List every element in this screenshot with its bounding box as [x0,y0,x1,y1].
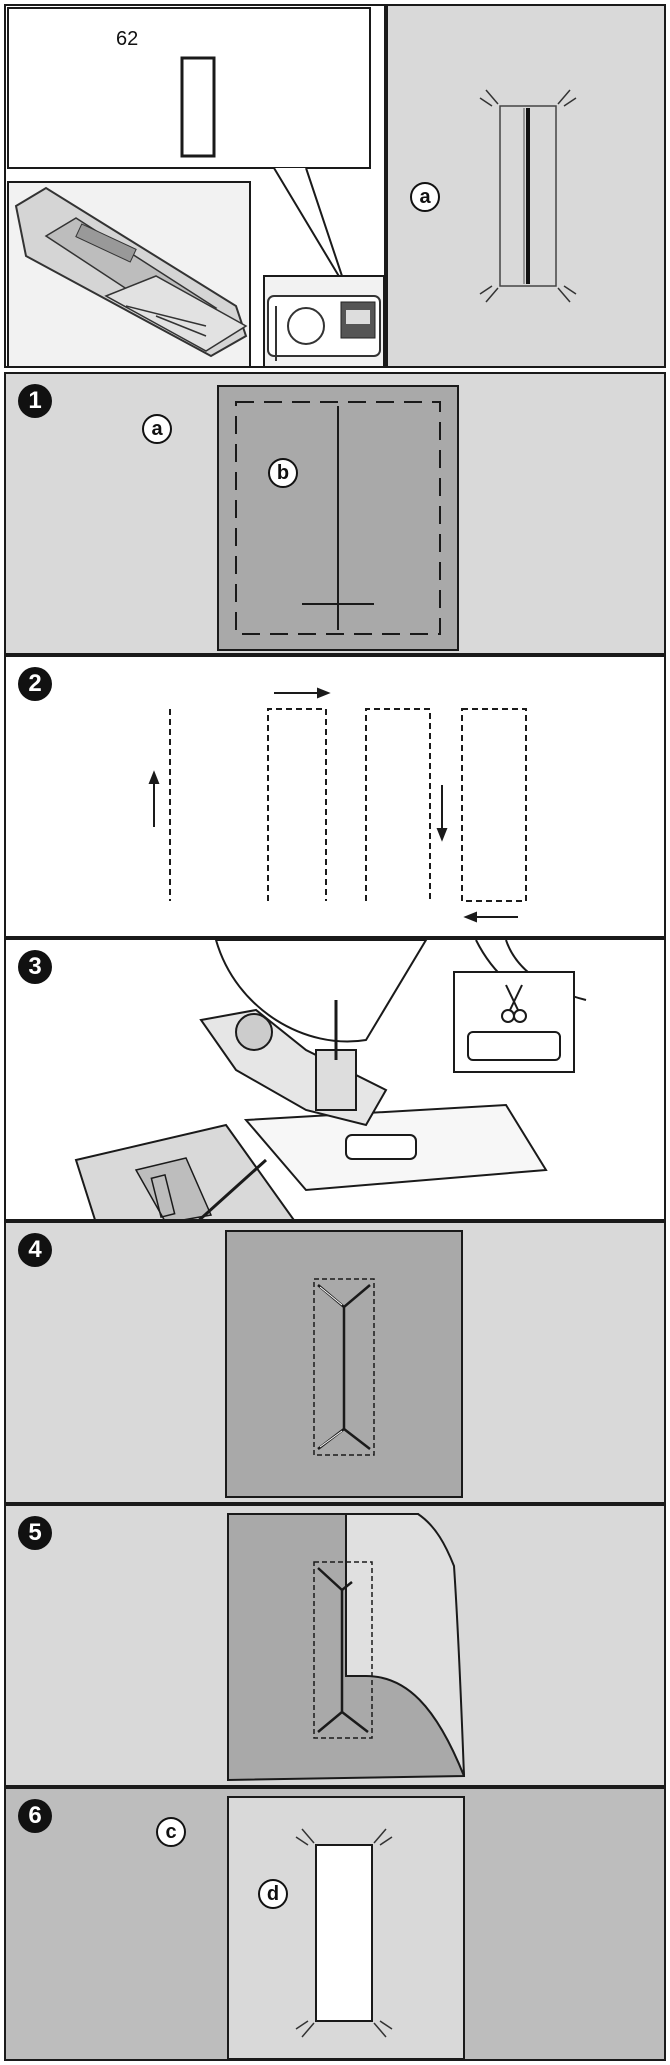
step-2-illustration [148,687,527,923]
callout-b: b [268,458,298,488]
top-left-panel: 62 [4,4,386,368]
step-3-badge: 3 [18,950,52,984]
step-6-illustration [227,1796,465,2059]
machine-illustration [7,7,384,366]
step-3-illustration [74,940,587,1219]
step-1-illustration [217,385,459,651]
step-4-panel: 4 [4,1221,666,1504]
buttonhole-reference [479,89,577,303]
step-6-badge: 6 [18,1799,52,1833]
step-4-illustration [225,1230,463,1498]
step-1-badge: 1 [18,384,52,418]
step-5-illustration [227,1513,466,1782]
top-right-panel: a [386,4,666,368]
step-2-badge: 2 [18,667,52,701]
step-2-panel: 2 [4,655,666,938]
page-number: 62 [116,28,139,50]
step-3-panel: 3 [4,938,666,1221]
step-5-panel: 5 [4,1504,666,1787]
callout-a: a [410,182,440,212]
scissors-icon [501,984,527,1023]
step-1-panel: 1 a b [4,372,666,655]
step-6-panel: 6 c d [4,1787,666,2061]
callout-a: a [142,414,172,444]
callout-c: c [156,1817,186,1847]
callout-d: d [258,1879,288,1909]
step-4-badge: 4 [18,1233,52,1267]
step-5-badge: 5 [18,1516,52,1550]
